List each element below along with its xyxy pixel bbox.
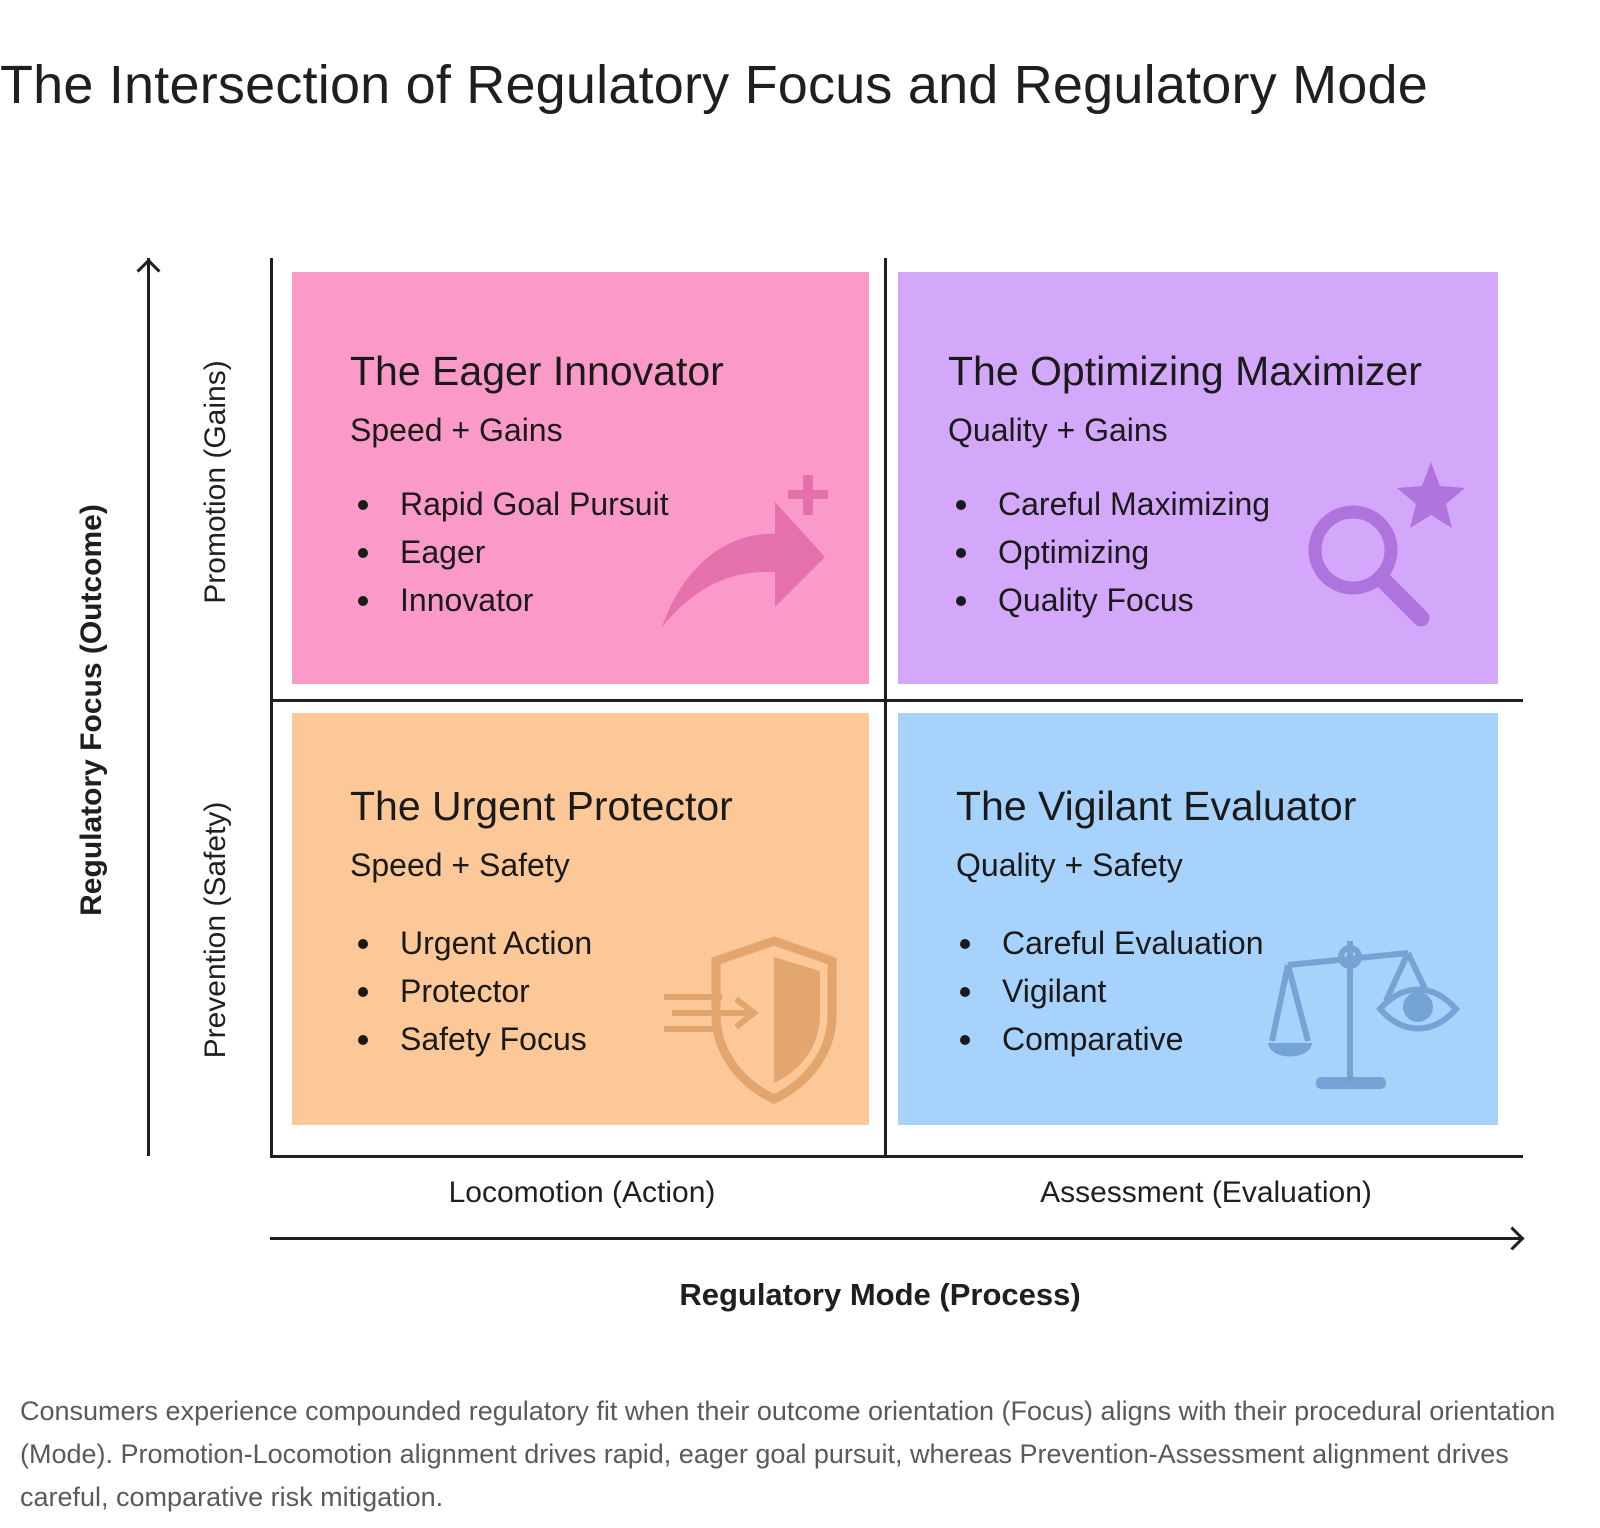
list-item: Eager bbox=[350, 528, 669, 576]
quadrant-title: The Eager Innovator bbox=[350, 348, 724, 394]
quadrant-bullets: Urgent Action Protector Safety Focus bbox=[350, 919, 592, 1063]
x-axis-left-label: Locomotion (Action) bbox=[448, 1176, 716, 1209]
x-axis-title: Regulatory Mode (Process) bbox=[679, 1277, 1081, 1312]
quadrant-title: The Vigilant Evaluator bbox=[956, 783, 1357, 829]
list-item: Optimizing bbox=[948, 528, 1270, 576]
list-item: Urgent Action bbox=[350, 919, 592, 967]
quadrant-bullets: Rapid Goal Pursuit Eager Innovator bbox=[350, 480, 669, 624]
page-title: The Intersection of Regulatory Focus and… bbox=[0, 55, 1428, 115]
y-axis-bottom-label: Prevention (Safety) bbox=[199, 801, 232, 1059]
quadrant-bullets: Careful Maximizing Optimizing Quality Fo… bbox=[948, 480, 1270, 624]
list-item: Innovator bbox=[350, 576, 669, 624]
list-item: Careful Evaluation bbox=[952, 919, 1263, 967]
curved-arrow-plus-icon bbox=[662, 475, 828, 627]
quadrant-eager-innovator: The Eager Innovator Speed + Gains Rapid … bbox=[292, 272, 869, 684]
list-item: Careful Maximizing bbox=[948, 480, 1270, 528]
list-item: Rapid Goal Pursuit bbox=[350, 480, 669, 528]
magnifier-star-icon bbox=[1308, 462, 1465, 627]
quadrant-optimizing-maximizer: The Optimizing Maximizer Quality + Gains… bbox=[898, 272, 1498, 684]
list-item: Vigilant bbox=[952, 967, 1263, 1015]
list-item: Comparative bbox=[952, 1015, 1263, 1063]
scale-eye-icon bbox=[1268, 941, 1461, 1089]
quadrant-subtitle: Quality + Gains bbox=[948, 412, 1168, 448]
quadrant-title: The Optimizing Maximizer bbox=[948, 348, 1422, 394]
y-axis-arrow-line bbox=[147, 258, 150, 1156]
y-axis-arrowhead bbox=[136, 258, 161, 283]
y-axis-top-label: Promotion (Gains) bbox=[199, 360, 232, 604]
quadrant-subtitle: Speed + Safety bbox=[350, 847, 570, 883]
quadrant-urgent-protector: The Urgent Protector Speed + Safety Urge… bbox=[292, 713, 869, 1125]
grid-vertical-divider bbox=[884, 258, 887, 1158]
x-axis-arrowhead bbox=[1500, 1226, 1525, 1251]
list-item: Quality Focus bbox=[948, 576, 1270, 624]
quadrant-bullets: Careful Evaluation Vigilant Comparative bbox=[952, 919, 1263, 1063]
quadrant-vigilant-evaluator: The Vigilant Evaluator Quality + Safety … bbox=[898, 713, 1498, 1125]
shield-arrow-icon bbox=[664, 936, 837, 1104]
grid-bottom-border bbox=[270, 1155, 1523, 1158]
grid-left-border bbox=[270, 258, 273, 1158]
caption: Consumers experience compounded regulato… bbox=[20, 1396, 1556, 1512]
x-axis-arrow-line bbox=[270, 1237, 1522, 1240]
quadrant-title: The Urgent Protector bbox=[350, 783, 733, 829]
y-axis-title: Regulatory Focus (Outcome) bbox=[75, 504, 108, 916]
grid-horizontal-divider bbox=[270, 699, 1523, 702]
x-axis-right-label: Assessment (Evaluation) bbox=[1040, 1176, 1372, 1209]
quadrant-subtitle: Speed + Gains bbox=[350, 412, 563, 448]
list-item: Protector bbox=[350, 967, 592, 1015]
list-item: Safety Focus bbox=[350, 1015, 592, 1063]
quadrant-subtitle: Quality + Safety bbox=[956, 847, 1183, 883]
